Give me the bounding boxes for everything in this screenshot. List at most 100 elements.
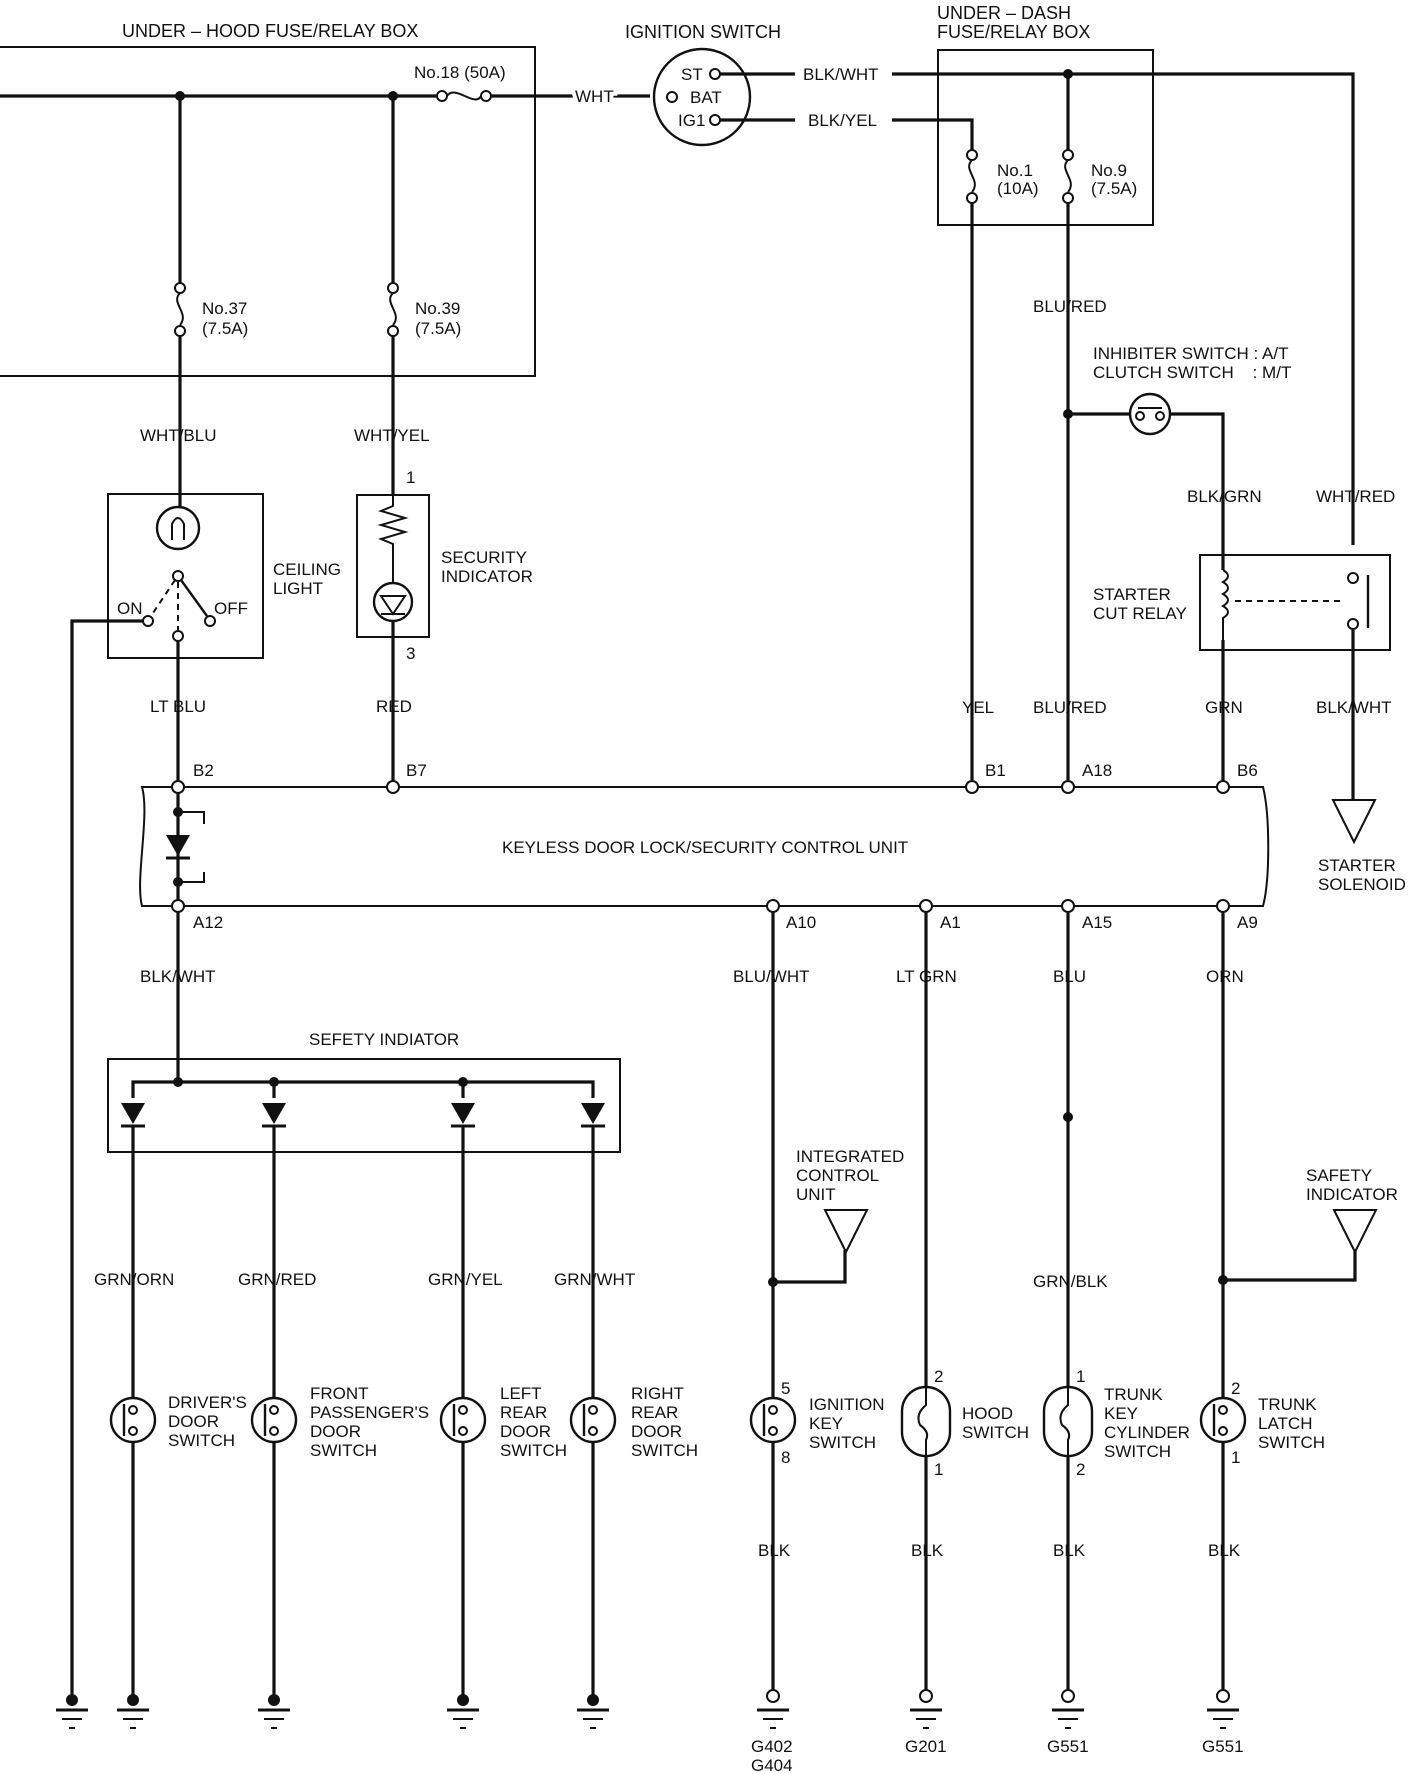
security-indicator: 1 3 bbox=[356, 468, 430, 663]
starter-cut-relay bbox=[1199, 554, 1391, 651]
wire-wht-yel: WHT/YEL bbox=[354, 426, 430, 445]
ground-symbols bbox=[54, 1689, 1241, 1730]
trunklatch-label-3: SWITCH bbox=[1258, 1433, 1325, 1452]
security-pin-1: 1 bbox=[406, 468, 415, 487]
relay-label-1: STARTER bbox=[1093, 585, 1171, 604]
inhibiter-switch bbox=[1128, 392, 1172, 436]
driver-label-1: DRIVER'S bbox=[168, 1393, 247, 1412]
front-label-4: SWITCH bbox=[310, 1441, 377, 1460]
wire-lt-blu: LT BLU bbox=[150, 697, 206, 716]
driver-label-2: DOOR bbox=[168, 1412, 219, 1431]
ceiling-off: OFF bbox=[214, 599, 248, 618]
ceiling-label-1: CEILING bbox=[273, 560, 341, 579]
wire-blk-4: BLK bbox=[1208, 1541, 1241, 1560]
sefety-indicator-label: SEFETY INDIATOR bbox=[309, 1030, 459, 1049]
safety-indicator-arrow bbox=[1332, 1209, 1378, 1255]
trunk-latch-switch: 2 1 bbox=[1199, 1379, 1247, 1467]
ign-bat: BAT bbox=[690, 88, 722, 107]
ground-g551-a: G551 bbox=[1047, 1737, 1089, 1756]
wire-red: RED bbox=[376, 697, 412, 716]
wire-grn-orn: GRN/ORN bbox=[94, 1270, 174, 1289]
fuse-9-label-b: (7.5A) bbox=[1091, 179, 1137, 198]
pin-a15-label: A15 bbox=[1082, 913, 1112, 932]
pin-b6-label: B6 bbox=[1237, 761, 1258, 780]
ignition-switch-label: IGNITION SWITCH bbox=[625, 22, 781, 42]
fuse-18: No.18 (50A) bbox=[414, 63, 506, 102]
front-label-3: DOOR bbox=[310, 1422, 361, 1441]
hood-pin-2: 2 bbox=[934, 1367, 943, 1386]
left-label-2: REAR bbox=[500, 1403, 547, 1422]
tl-pin-2: 2 bbox=[1231, 1379, 1240, 1398]
wire-grn-red: GRN/RED bbox=[238, 1270, 316, 1289]
right-label-1: RIGHT bbox=[631, 1384, 684, 1403]
ign-st: ST bbox=[681, 65, 703, 84]
wire-blk-wht-relay: BLK/WHT bbox=[1316, 698, 1392, 717]
under-hood-fuse-box: UNDER – HOOD FUSE/RELAY BOX bbox=[0, 21, 536, 377]
trunklatch-label-1: TRUNK bbox=[1258, 1395, 1317, 1414]
front-label-1: FRONT bbox=[310, 1384, 369, 1403]
ceiling-on: ON bbox=[117, 599, 143, 618]
tk-pin-2: 2 bbox=[1076, 1460, 1085, 1479]
ign-pin-8: 8 bbox=[781, 1448, 790, 1467]
under-dash-label-1: UNDER – DASH bbox=[937, 3, 1071, 23]
wire-grn-yel: GRN/YEL bbox=[428, 1270, 503, 1289]
pin-a15: A15 bbox=[1061, 899, 1112, 932]
wire-blk-grn: BLK/GRN bbox=[1187, 487, 1262, 506]
pin-b2: B2 bbox=[171, 761, 214, 794]
pin-b7: B7 bbox=[386, 761, 427, 794]
pin-a9-label: A9 bbox=[1237, 913, 1258, 932]
security-pin-3: 3 bbox=[406, 644, 415, 663]
wire-blk-wht-top: BLK/WHT bbox=[803, 65, 879, 84]
fuse-1: No.1 (10A) bbox=[966, 149, 1039, 204]
security-label-2: INDICATOR bbox=[441, 567, 533, 586]
fuse-39-label-b: (7.5A) bbox=[415, 319, 461, 338]
pin-a18-label: A18 bbox=[1082, 761, 1112, 780]
solenoid-label-2: SOLENOID bbox=[1318, 875, 1406, 894]
icu-label-3: UNIT bbox=[796, 1185, 836, 1204]
wire-blk-2: BLK bbox=[911, 1541, 944, 1560]
drivers-door-switch bbox=[109, 1396, 157, 1444]
driver-label-3: SWITCH bbox=[168, 1431, 235, 1450]
trunklatch-label-2: LATCH bbox=[1258, 1414, 1312, 1433]
pin-b1: B1 bbox=[965, 761, 1006, 794]
pin-a12-label: A12 bbox=[193, 913, 223, 932]
left-label-1: LEFT bbox=[500, 1384, 542, 1403]
wire-blk-yel: BLK/YEL bbox=[808, 111, 877, 130]
fuse-9-label-a: No.9 bbox=[1091, 161, 1127, 180]
pin-a10: A10 bbox=[766, 899, 816, 932]
relay-label-2: CUT RELAY bbox=[1093, 604, 1187, 623]
fuse-18-label: No.18 (50A) bbox=[414, 63, 506, 82]
sefety-indicator-box: SEFETY INDIATOR bbox=[107, 1030, 621, 1153]
wire-grn: GRN bbox=[1205, 698, 1243, 717]
under-dash-fuse-box: UNDER – DASH FUSE/RELAY BOX bbox=[937, 3, 1154, 226]
wire-wht-blu: WHT/BLU bbox=[140, 426, 217, 445]
wire-wht: WHT bbox=[575, 87, 614, 106]
fuse-37-label-a: No.37 bbox=[202, 299, 247, 318]
ign-ig1: IG1 bbox=[678, 111, 705, 130]
security-label-1: SECURITY bbox=[441, 548, 527, 567]
fuse-9: No.9 (7.5A) bbox=[1062, 149, 1137, 204]
front-label-2: PASSENGER'S bbox=[310, 1403, 429, 1422]
under-dash-label-2: FUSE/RELAY BOX bbox=[937, 22, 1090, 42]
solenoid-label-1: STARTER bbox=[1318, 856, 1396, 875]
fuse-39: No.39 (7.5A) bbox=[387, 282, 461, 338]
wire-grn-wht: GRN/WHT bbox=[554, 1270, 635, 1289]
fuse-1-label-b: (10A) bbox=[997, 179, 1039, 198]
ground-g201: G201 bbox=[905, 1737, 947, 1756]
ignkey-label-2: KEY bbox=[809, 1414, 843, 1433]
pin-a18: A18 bbox=[1061, 761, 1112, 794]
integrated-control-unit-arrow bbox=[823, 1209, 869, 1255]
pin-a12: A12 bbox=[171, 899, 223, 932]
icu-label-1: INTEGRATED bbox=[796, 1147, 904, 1166]
wire-wht-red: WHT/RED bbox=[1316, 487, 1395, 506]
pin-b1-label: B1 bbox=[985, 761, 1006, 780]
ceiling-light: ON OFF bbox=[107, 493, 264, 659]
control-unit-label: KEYLESS DOOR LOCK/SECURITY CONTROL UNIT bbox=[502, 838, 908, 857]
fuse-1-label-a: No.1 bbox=[997, 161, 1033, 180]
safety-label-1: SAFETY bbox=[1306, 1166, 1372, 1185]
wire-blu-wht: BLU/WHT bbox=[733, 967, 810, 986]
pin-b2-label: B2 bbox=[193, 761, 214, 780]
ground-g402: G402 bbox=[751, 1737, 793, 1756]
right-label-3: DOOR bbox=[631, 1422, 682, 1441]
pin-a10-label: A10 bbox=[786, 913, 816, 932]
